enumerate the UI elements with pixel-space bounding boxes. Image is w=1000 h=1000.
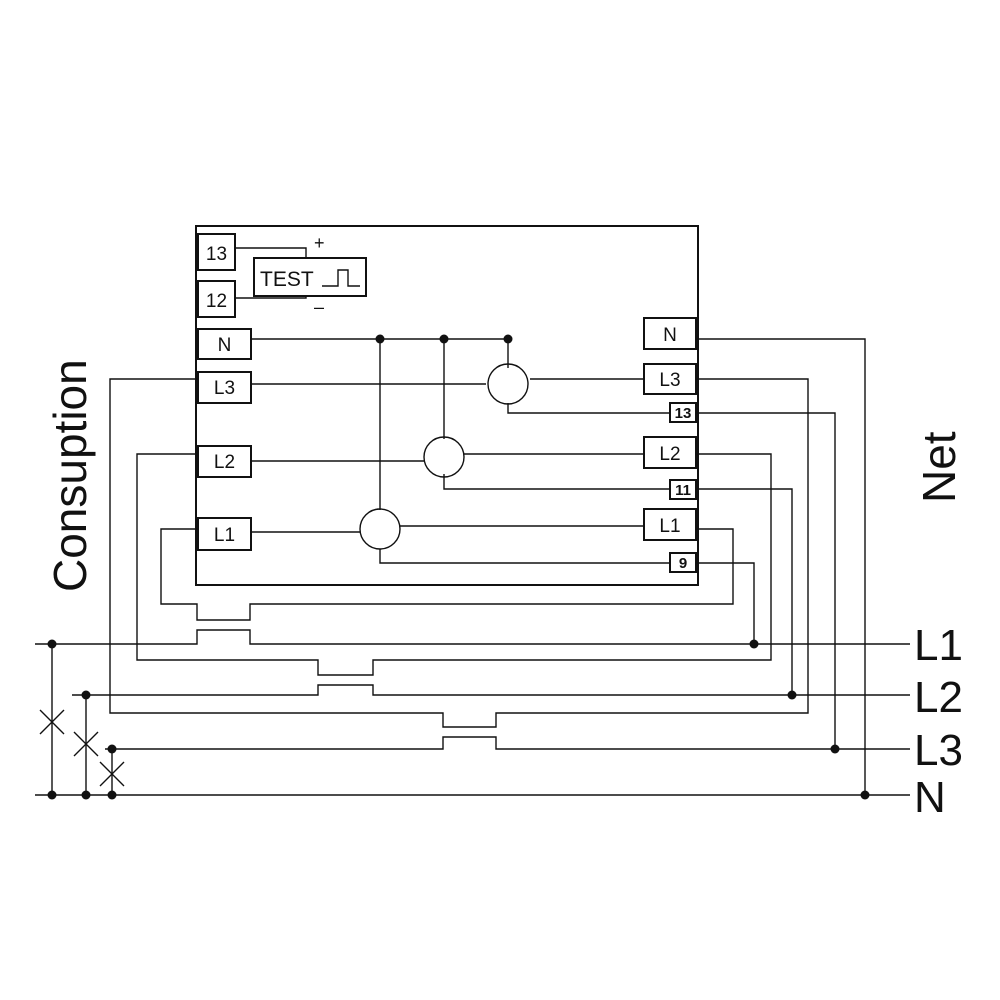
bus-label-l3: L3: [914, 726, 963, 775]
junction-dot: [749, 639, 759, 649]
junction-dot: [107, 790, 117, 800]
coil-l3-symbol: [487, 363, 529, 405]
bus-l2: [72, 684, 910, 696]
right-terminal-11: 11: [669, 479, 697, 500]
cross-mark-icon: [39, 709, 65, 735]
junction-dot: [787, 690, 797, 700]
right-terminal-l1-label: L1: [659, 516, 680, 537]
left-terminal-l1-label: L1: [214, 525, 235, 546]
left-terminal-13-label: 13: [206, 244, 227, 265]
right-terminal-l1: L1: [643, 508, 697, 541]
junction-dot: [81, 790, 91, 800]
test-output: TEST + –: [235, 233, 367, 317]
test-minus-sign: –: [314, 297, 324, 317]
pulse-symbol-icon: [322, 269, 360, 287]
left-terminal-l1: L1: [197, 517, 252, 551]
junction-dot: [860, 790, 870, 800]
junction-dot: [503, 334, 513, 344]
junction-dot: [47, 790, 57, 800]
junction-dot: [830, 744, 840, 754]
consumption-side-label: Consuption: [44, 359, 96, 592]
right-terminal-9-label: 9: [679, 555, 687, 572]
left-terminal-13: 13: [197, 233, 236, 271]
left-terminal-l2-label: L2: [214, 452, 235, 473]
junction-dot: [375, 334, 385, 344]
left-terminal-12: 12: [197, 280, 236, 318]
left-terminal-n-label: N: [218, 335, 232, 356]
right-terminal-l3: L3: [643, 363, 697, 395]
right-terminal-l3-label: L3: [659, 370, 680, 391]
test-plus-sign: +: [314, 233, 325, 253]
right-terminal-l2-label: L2: [659, 444, 680, 465]
external-junctions: [47, 639, 870, 800]
coil-l2-symbol: [423, 436, 465, 478]
left-terminal-12-label: 12: [206, 291, 227, 312]
bus-label-l1: L1: [914, 621, 963, 670]
net-wiring: [696, 338, 866, 795]
left-terminal-l3-label: L3: [214, 378, 235, 399]
junction-dot: [439, 334, 449, 344]
right-terminal-l2: L2: [643, 436, 697, 469]
coil-l1-symbol: [359, 508, 401, 550]
right-terminal-11-label: 11: [675, 482, 691, 499]
junction-dot: [47, 639, 57, 649]
junction-dot: [81, 690, 91, 700]
net-side-label: Net: [913, 431, 965, 503]
internal-wiring: [251, 338, 670, 564]
cross-mark-icon: [73, 731, 99, 757]
right-terminal-n: N: [643, 317, 697, 350]
test-label: TEST: [260, 268, 314, 291]
bus-label-l2: L2: [914, 673, 963, 722]
right-terminal-13-label: 13: [675, 405, 692, 422]
supply-buses: [35, 629, 910, 796]
bus-l3: [105, 736, 910, 750]
right-terminal-9: 9: [669, 552, 697, 573]
junction-dot: [107, 744, 117, 754]
bus-label-n: N: [914, 773, 946, 822]
left-terminal-l3: L3: [197, 371, 252, 404]
left-terminal-n: N: [197, 328, 252, 360]
left-terminal-l2: L2: [197, 445, 252, 478]
right-terminal-n-label: N: [663, 325, 677, 346]
load-connections: [39, 644, 125, 795]
bus-l1: [35, 629, 910, 645]
consumption-wiring: [109, 378, 809, 728]
cross-mark-icon: [99, 761, 125, 787]
right-terminal-13: 13: [669, 402, 697, 423]
